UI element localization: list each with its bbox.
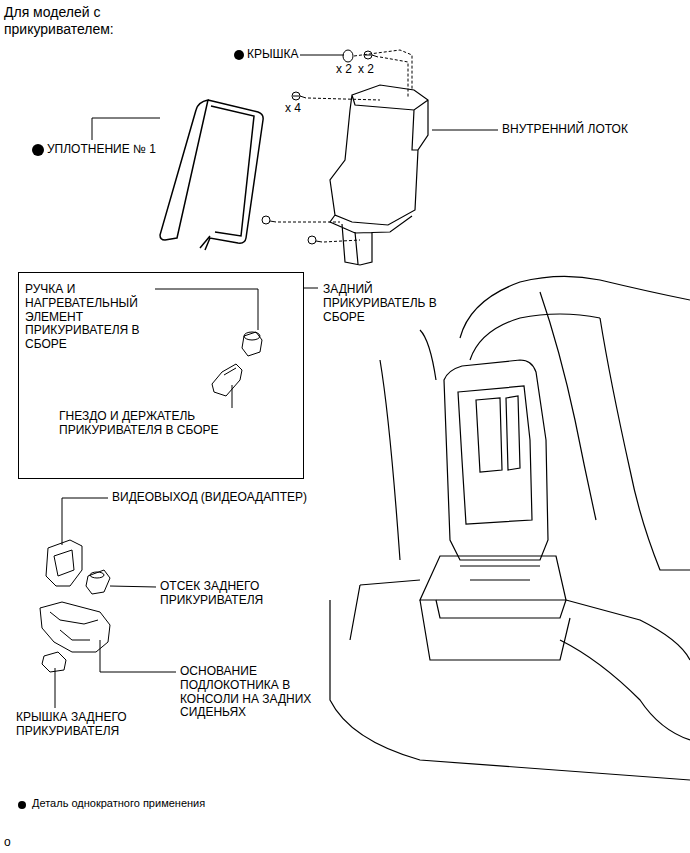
single-use-dot [32, 144, 44, 156]
part-label: ОТСЕК ЗАДНЕГО ПРИКУРИВАТЕЛЯ [160, 580, 290, 608]
part-label: РУЧКА И НАГРЕВАТЕЛЬНЫЙ ЭЛЕМЕНТ ПРИКУРИВА… [25, 283, 150, 352]
part-label: КРЫШКА ЗАДНЕГО ПРИКУРИВАТЕЛЯ [16, 711, 156, 739]
assembly-heading: ЗАДНИЙ ПРИКУРИВАТЕЛЬ В СБОРЕ [323, 283, 458, 324]
armrest-base [40, 602, 110, 652]
inner-tray [330, 85, 428, 265]
part-label: x 2 [336, 63, 360, 77]
part-label: КРЫШКА [247, 48, 307, 62]
part-label: УПЛОТНЕНИЕ № 1 [47, 143, 177, 157]
part-label: x 2 [358, 63, 382, 77]
video-adapter [46, 540, 110, 594]
seat-console [330, 276, 690, 780]
part-label: ВНУТРЕННИЙ ЛОТОК [502, 123, 677, 137]
part-label: ОСНОВАНИЕ ПОДЛОКОТНИКА В КОНСОЛИ НА ЗАДН… [180, 665, 330, 720]
seal-loop [160, 100, 263, 250]
single-use-dot [18, 801, 26, 809]
legend-text: Деталь однократного применения [32, 797, 205, 809]
assembly-box: ЗАДНИЙ ПРИКУРИВАТЕЛЬ В СБОРЕРУЧКА И НАГР… [18, 272, 304, 479]
cap-and-screws [262, 50, 412, 244]
part-label: x 4 [285, 102, 309, 116]
single-use-dot [234, 50, 244, 60]
page-title: Для моделей с прикуривателем: [4, 4, 134, 38]
lighter-cap [42, 652, 66, 672]
lighter-parts [212, 332, 262, 396]
part-label: ГНЕЗДО И ДЕРЖАТЕЛЬ ПРИКУРИВАТЕЛЯ В СБОРЕ [59, 410, 249, 438]
part-label: ВИДЕОВЫХОД (ВИДЕОАДАПТЕР) [112, 491, 352, 505]
legend-entry: Деталь однократного применения [32, 797, 205, 809]
part-label: o [4, 836, 24, 850]
